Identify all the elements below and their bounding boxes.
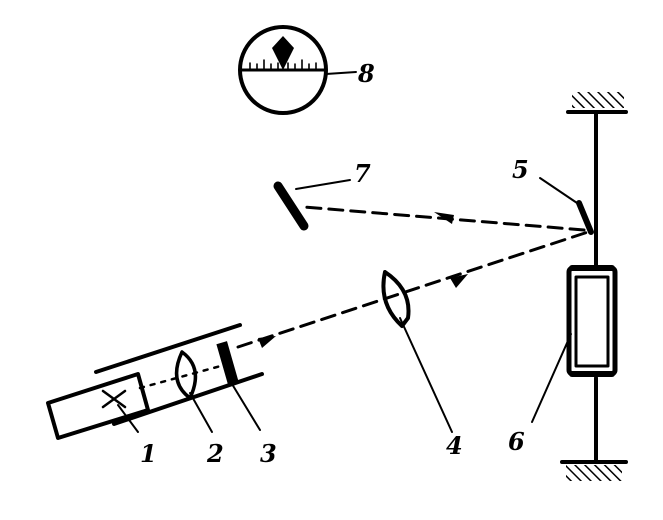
beam-arrow-icon: [258, 336, 276, 348]
label-condenser-lens: 2: [206, 439, 224, 468]
light-source-assembly: [46, 323, 264, 440]
dial-indicator: [238, 25, 357, 115]
condenser-lens: [174, 350, 198, 400]
label-source: 1: [140, 439, 157, 468]
top-support-hatch: [572, 92, 624, 108]
lamp-housing: [46, 372, 150, 440]
rod-mirror-leader-line: [539, 177, 581, 206]
light-beams: [138, 205, 590, 390]
lens-leader-line: [189, 392, 213, 433]
label-cylinder: 6: [508, 427, 525, 456]
label-diaphragm: 3: [260, 439, 277, 468]
label-dial: 8: [357, 59, 375, 88]
rod-mirror: [539, 177, 594, 235]
dial-scale-ticks: [249, 59, 317, 71]
beam-arrow-icon: [434, 212, 454, 224]
dial-leader-line: [325, 71, 357, 75]
suspension-assembly: [560, 92, 628, 481]
diaphragm: [216, 341, 239, 385]
dial-pointer-icon: [272, 28, 294, 70]
diaphragm-leader-line: [231, 383, 261, 431]
screen-element: [273, 179, 351, 231]
housing-lower-wall: [112, 372, 264, 426]
objective-leader-line: [399, 317, 453, 433]
label-rod-mirror: 5: [512, 155, 529, 184]
beam-lens-to-mirror: [236, 230, 590, 349]
suspended-cylinder: [531, 265, 618, 423]
cylinder-leader-line: [531, 333, 572, 423]
housing-upper-wall: [94, 323, 242, 374]
screen-leader-line: [295, 179, 351, 190]
source-leader-line: [117, 404, 139, 433]
bottom-support-hatch: [566, 465, 622, 481]
label-objective-lens: 4: [446, 431, 463, 460]
beam-arrow-icon: [450, 274, 468, 288]
beam-inside-tube: [138, 362, 230, 390]
label-screen: 7: [354, 159, 371, 188]
objective-lens: [381, 270, 453, 433]
